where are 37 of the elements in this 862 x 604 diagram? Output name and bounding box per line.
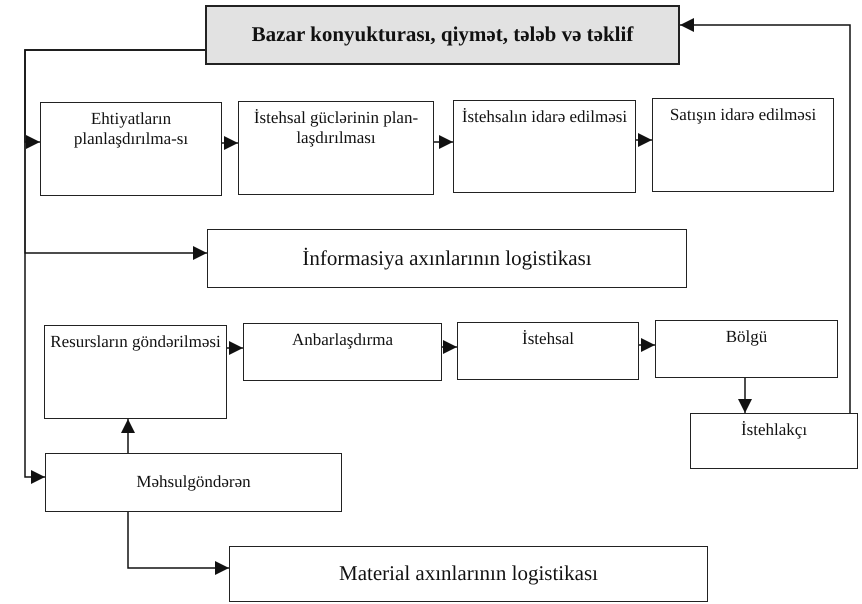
box-label: İstehsal: [522, 329, 574, 350]
box-label: Material axınlarının logistikası: [339, 561, 598, 587]
process-box: [229, 546, 708, 602]
process-box: [655, 320, 838, 378]
process-box: [457, 322, 639, 380]
arrow: [738, 378, 752, 413]
box-label: Anbarlaşdırma: [292, 330, 394, 351]
arrow: [121, 419, 135, 453]
process-box: [652, 98, 834, 192]
process-box: [690, 413, 858, 469]
box-label: İstehsal güclərinin plan-laşdırılması: [252, 108, 420, 150]
process-box: [45, 453, 342, 512]
arrow: [636, 133, 652, 147]
box-label: Məhsulgöndərən: [136, 472, 251, 493]
process-box: [40, 102, 222, 196]
arrow: [680, 18, 851, 413]
arrow: [639, 338, 655, 352]
arrow: [442, 340, 457, 354]
box-label: Bazar konyukturası, qiymət, tələb və təklif: [252, 22, 634, 48]
market-box: [205, 5, 680, 65]
box-label: Satışın idarə edilməsi: [670, 105, 816, 126]
arrow: [434, 135, 453, 149]
process-box: [207, 229, 687, 288]
box-label: İnformasiya axınlarının logistikası: [302, 246, 592, 272]
box-label: İstehlakçı: [740, 420, 808, 441]
box-label: Resursların göndərilməsi: [50, 332, 221, 353]
process-box: [453, 100, 636, 193]
process-box: [238, 101, 434, 195]
arrow: [127, 512, 229, 575]
arrow: [222, 136, 238, 150]
arrow: [227, 341, 243, 355]
process-box: [243, 323, 442, 381]
process-box: [44, 325, 227, 419]
box-label: İstehsalın idarə edilməsi: [462, 107, 628, 128]
arrow: [24, 49, 205, 484]
box-label: Bölgü: [726, 327, 768, 348]
box-label: Ehtiyatların planlaşdırılma-sı: [72, 109, 190, 150]
